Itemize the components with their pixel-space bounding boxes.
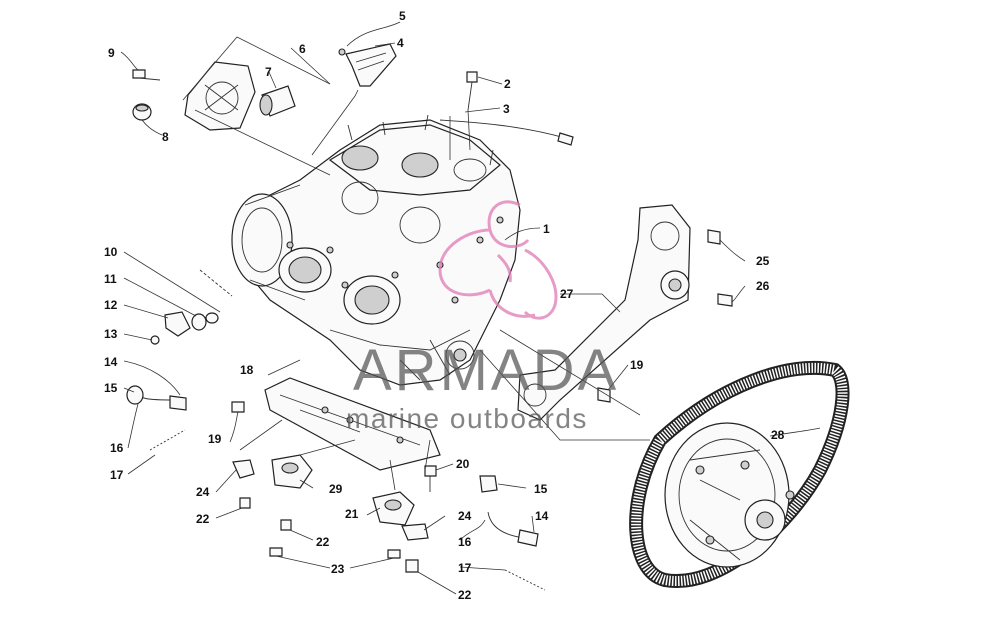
callout-6: 6 [299,42,306,56]
callout-27: 27 [560,287,574,301]
callout-12: 12 [104,298,118,312]
breather-cover-group [132,36,331,176]
callout-17-right: 17 [458,561,472,575]
engine-assembly [231,114,521,386]
watermark-brand: ARMADA [353,338,619,403]
callout-1: 1 [543,222,550,236]
callout-9: 9 [108,46,115,60]
callout-22-b: 22 [316,535,330,549]
callout-11: 11 [104,272,117,286]
callout-16-left: 16 [110,441,124,455]
callout-15-right: 15 [534,482,548,496]
left-hardware [126,269,233,451]
drive-clutch-belt [629,360,850,589]
callout-19-right: 19 [630,358,644,372]
callout-13: 13 [104,327,118,341]
callout-8: 8 [162,130,169,144]
callout-24-left: 24 [196,485,210,499]
top-bolt-sensor [439,71,574,160]
callout-22-a: 22 [196,512,210,526]
callout-17-left: 17 [110,468,124,482]
callout-28: 28 [771,428,785,442]
callout-18: 18 [240,363,254,377]
callout-labels: 1 2 3 4 5 6 7 8 9 10 11 12 13 14 15 16 1… [104,9,785,602]
callout-22-c: 22 [458,588,472,602]
callout-4: 4 [397,36,404,50]
callout-14-left: 14 [104,355,118,369]
watermark-tagline: marine outboards [346,403,588,434]
mount-plate [231,359,546,591]
engine-bracket [479,204,733,441]
callout-3: 3 [503,102,510,116]
callout-25: 25 [756,254,770,268]
callout-5: 5 [399,9,406,23]
callout-24-right: 24 [458,509,472,523]
callout-16-right: 16 [458,535,472,549]
watermark-logo-mark [438,200,558,320]
callout-2: 2 [504,77,511,91]
callout-21: 21 [345,507,359,521]
callout-leaders [120,21,821,595]
callout-23: 23 [331,562,345,576]
callout-14-right: 14 [535,509,549,523]
callout-7: 7 [265,65,272,79]
armada-watermark: ARMADA marine outboards [346,200,619,434]
callout-26: 26 [756,279,770,293]
callout-20: 20 [456,457,470,471]
callout-10: 10 [104,245,118,259]
callout-29: 29 [329,482,343,496]
callout-19-left: 19 [208,432,222,446]
callout-15-left: 15 [104,381,118,395]
